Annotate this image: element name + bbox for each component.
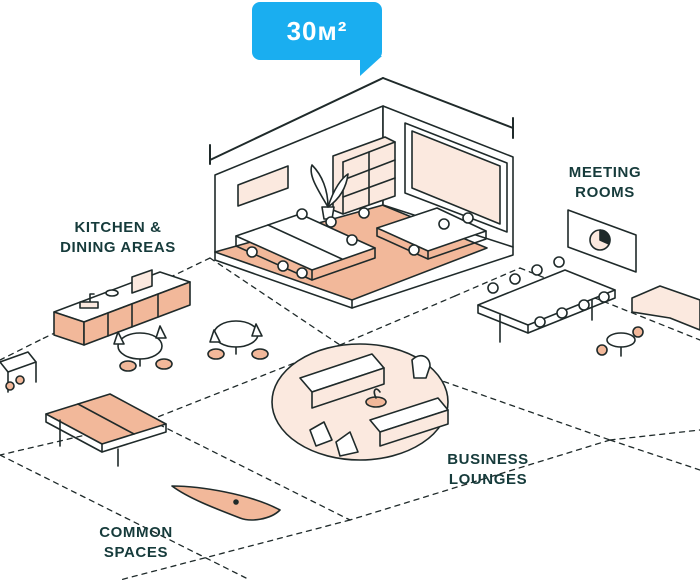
label-meeting-rooms: MEETING ROOMS <box>568 164 642 201</box>
meeting-chairs <box>487 256 610 328</box>
central-room <box>214 105 514 309</box>
label-kitchen-dining: KITCHEN & DINING AREAS <box>60 219 176 256</box>
meeting-zone <box>477 209 700 357</box>
lounge-zone <box>271 343 449 461</box>
kitchen-zone <box>53 269 269 372</box>
plant <box>310 164 349 220</box>
workstation <box>0 351 37 393</box>
desks <box>235 207 487 281</box>
area-badge: 30м² <box>252 2 382 60</box>
dimension-line <box>209 77 514 165</box>
side-table <box>606 332 636 348</box>
label-business-lounges: BUSINESS LOUNGES <box>447 451 529 488</box>
dining-table <box>117 332 163 360</box>
ping-pong-table <box>45 393 167 467</box>
label-common-spaces: COMMON SPACES <box>99 524 173 561</box>
sofa <box>631 285 700 331</box>
surfboard-table <box>171 485 281 521</box>
office-chairs <box>246 207 474 279</box>
area-badge-pointer <box>360 56 382 76</box>
dining-table <box>213 320 259 348</box>
meeting-table <box>477 269 616 326</box>
common-zone <box>0 351 281 521</box>
wall-picture <box>237 165 289 207</box>
